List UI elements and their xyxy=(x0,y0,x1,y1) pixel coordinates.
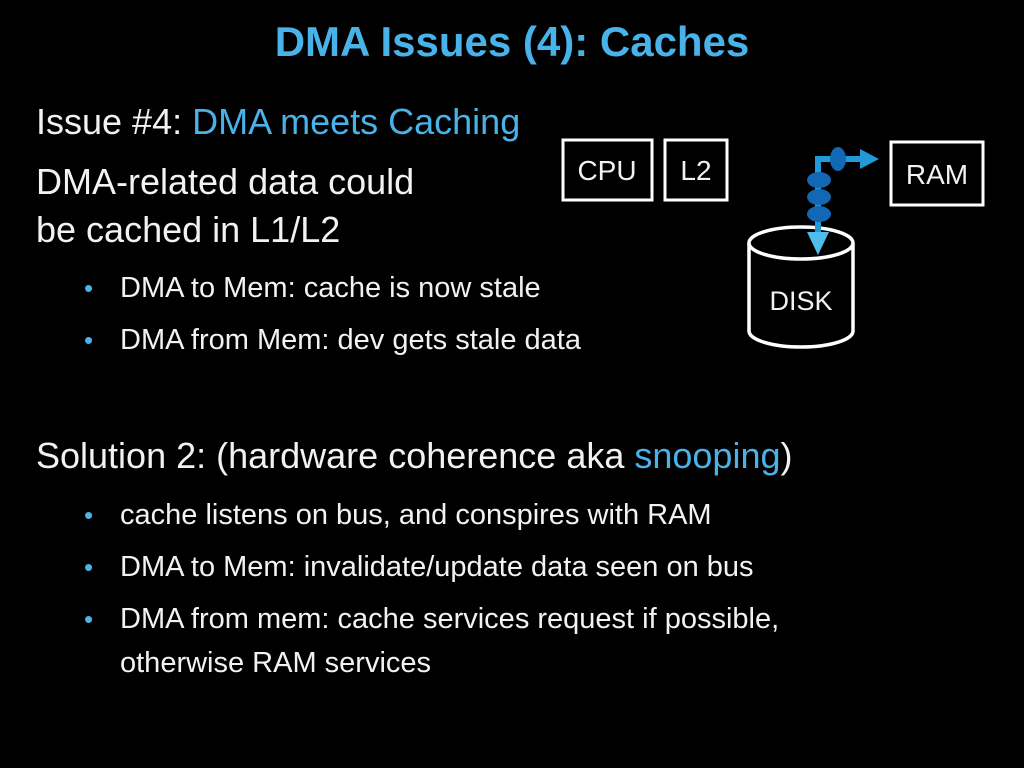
bullet-dot: • xyxy=(84,552,94,582)
bullet-dot: • xyxy=(84,500,94,530)
bullet-text: DMA from Mem: dev gets stale data xyxy=(120,324,581,356)
list-item: • DMA to Mem: invalidate/update data see… xyxy=(84,545,779,589)
l2-box: L2 xyxy=(663,138,729,202)
bullet-text: cache listens on bus, and conspires with… xyxy=(120,499,712,531)
cpu-box-label: CPU xyxy=(577,155,636,186)
arrowhead-right-icon xyxy=(860,149,879,169)
arrowhead-down-icon xyxy=(807,232,829,255)
issue-heading: Issue #4: DMA meets Caching xyxy=(36,101,520,143)
solution-heading-highlight: snooping xyxy=(634,435,781,476)
dma-transfer-arrow xyxy=(807,147,879,255)
list-item: • DMA from Mem: dev gets stale data xyxy=(84,318,581,362)
data-bead xyxy=(830,147,846,171)
ram-box-label: RAM xyxy=(906,159,968,190)
issue-heading-highlight: DMA meets Caching xyxy=(192,101,521,142)
bullet-text: DMA to Mem: cache is now stale xyxy=(120,272,541,304)
list-item: • DMA from mem: cache services request i… xyxy=(84,597,779,685)
bullet-dot: • xyxy=(84,273,94,303)
statement-line-1: DMA-related data could xyxy=(36,161,415,202)
solution-heading-prefix: Solution 2: (hardware coherence aka xyxy=(36,435,635,476)
disk-cylinder xyxy=(747,225,855,349)
bullet-text: DMA from mem: cache services request if … xyxy=(120,603,780,679)
solution-bullet-list: • cache listens on bus, and conspires wi… xyxy=(84,493,779,693)
disk-label: DISK xyxy=(769,286,832,316)
bullet-text: DMA to Mem: invalidate/update data seen … xyxy=(120,551,754,583)
issue-heading-prefix: Issue #4: xyxy=(36,101,193,142)
slide-title: DMA Issues (4): Caches xyxy=(274,18,750,65)
data-bead xyxy=(807,172,831,188)
solution-heading-suffix: ) xyxy=(780,435,793,476)
solution-heading: Solution 2: (hardware coherence aka snoo… xyxy=(36,435,793,477)
issue-bullet-list: • DMA to Mem: cache is now stale • DMA f… xyxy=(84,266,581,370)
bullet-dot: • xyxy=(84,604,94,634)
bullet-dot: • xyxy=(84,325,94,355)
cpu-box: CPU xyxy=(561,138,654,202)
statement-line-2: be cached in L1/L2 xyxy=(36,209,341,250)
data-bead xyxy=(807,206,831,222)
list-item: • cache listens on bus, and conspires wi… xyxy=(84,493,779,537)
l2-box-label: L2 xyxy=(680,155,711,186)
ram-box: RAM xyxy=(889,140,985,207)
memory-hierarchy-diagram: CPU L2 RAM DISK xyxy=(540,130,1000,360)
data-bead xyxy=(807,189,831,205)
list-item: • DMA to Mem: cache is now stale xyxy=(84,266,581,310)
